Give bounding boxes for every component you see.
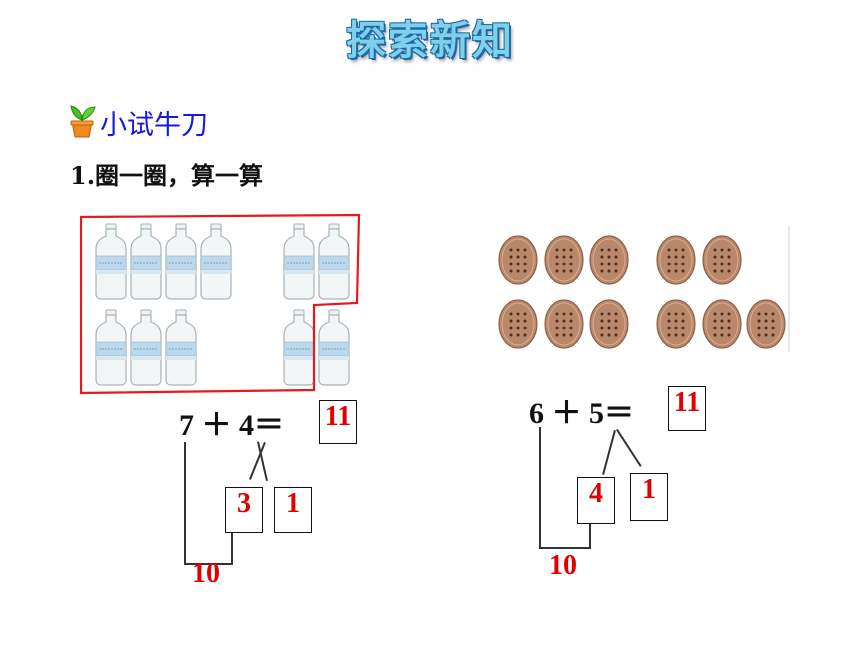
left-split-box-a: 3 [225,487,263,533]
right-split-box-b: 1 [630,473,668,521]
left-answer-box: 11 [319,400,357,444]
right-split-box-a: 4 [577,477,615,524]
section-title: 小试牛刀 [100,110,208,141]
right-split-b: 1 [642,474,656,505]
left-ten-vertical-b [231,533,233,564]
circle-mark [79,213,361,395]
left-answer: 11 [324,401,352,432]
right-split-line-a [602,430,616,475]
right-ten-vertical-a [539,427,541,548]
bottle-picture [79,212,370,396]
right-ten-bracket [539,547,591,549]
right-answer-box: 11 [668,386,706,431]
right-split-line-b [616,429,642,467]
left-ten-vertical-a [184,442,186,564]
sprout-pot-icon [66,98,98,138]
left-equation: 7 ＋ 4＝ [179,409,284,442]
task-title: 1.圈一圈，算一算 [70,161,264,190]
right-split-a: 4 [589,478,603,509]
right-equation: 6 ＋ 5＝ [529,397,634,430]
right-answer: 11 [673,387,701,418]
left-split-b: 1 [286,488,300,519]
right-ten-vertical-b [589,524,591,548]
left-split-a: 3 [237,488,251,519]
left-ten-bracket [184,563,233,565]
page-title: 探索新知 [346,18,514,64]
right-ten: 10 [549,550,577,581]
left-ten: 10 [192,558,220,589]
cookie-picture [494,224,794,354]
left-split-box-b: 1 [274,487,312,533]
